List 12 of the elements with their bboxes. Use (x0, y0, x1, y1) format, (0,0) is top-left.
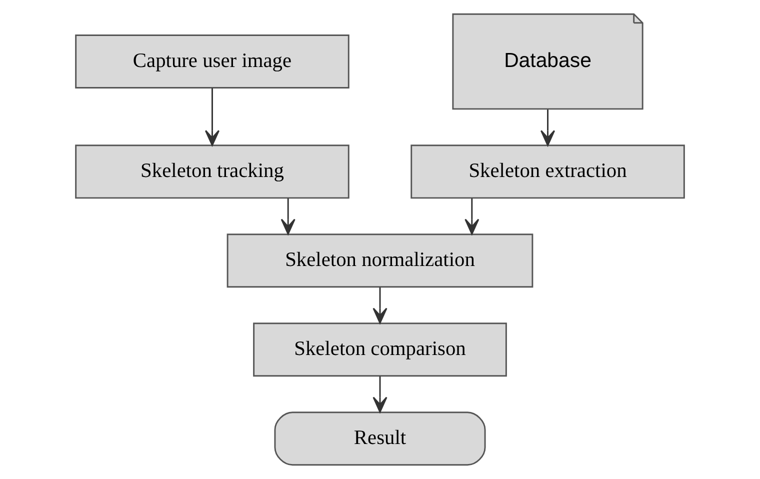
arrow (464, 198, 480, 235)
arrow (204, 88, 220, 146)
arrow (372, 376, 388, 413)
arrow (540, 110, 556, 146)
arrow (280, 198, 296, 235)
node-box: Result (274, 412, 486, 466)
node-box: Capture user image (75, 34, 350, 88)
node-box: Skeleton tracking (75, 144, 350, 199)
arrow (372, 287, 388, 324)
node-box: Skeleton extraction (410, 144, 685, 199)
node-box: Skeleton normalization (226, 234, 534, 288)
node-box: Skeleton comparison (253, 322, 507, 377)
